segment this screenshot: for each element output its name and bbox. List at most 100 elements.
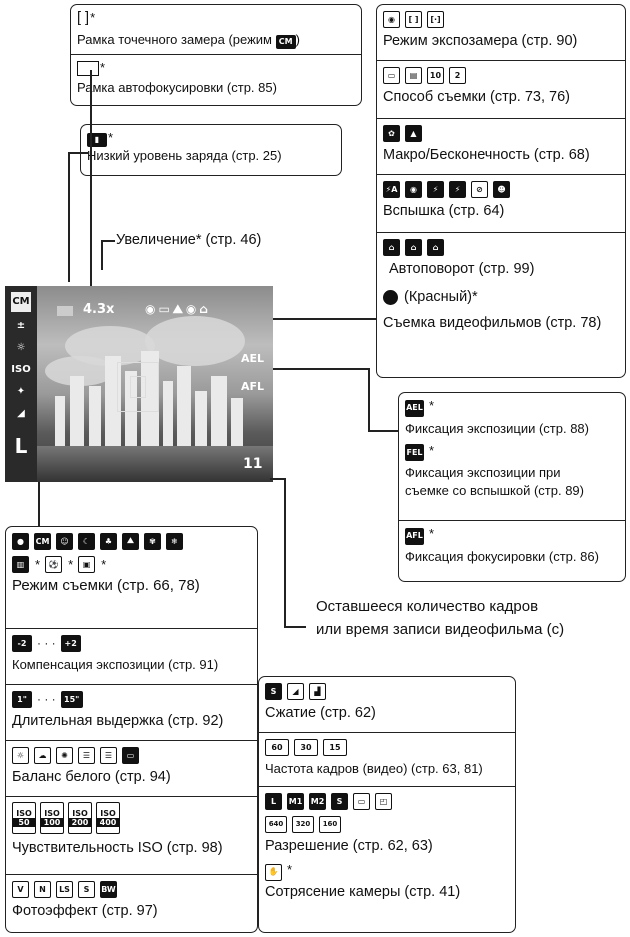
kids-icon: ♣	[100, 532, 117, 550]
normal-icon: ▟	[309, 682, 326, 700]
af-frame-icon	[77, 60, 99, 76]
movie-label: Съемка видеофильмов (стр. 78)	[383, 315, 602, 331]
infinity-icon: ▲	[405, 124, 422, 142]
frame-rate-section: 60 30 15 Частота кадров (видео) (стр. 63…	[259, 733, 515, 787]
afl-lcd-icon: AFL	[241, 380, 265, 393]
lcd-top-icons: ◉▭⛰◉⌂	[145, 302, 211, 316]
battery-low-icon: ▮	[87, 133, 107, 147]
ae-lock-section: AEL * Фиксация экспозиции (стр. 88) FEL …	[399, 393, 625, 521]
wb-custom-icon: ▭	[122, 746, 139, 764]
red-eye-icon: ◉	[405, 180, 422, 198]
flash-section: ⚡A ◉ ⚡ ⚡ ⊘ ☻ Вспышка (стр. 64)	[377, 175, 625, 233]
iso-label: Чувствительность ISO (стр. 98)	[12, 840, 223, 856]
res-m1-icon: M1	[287, 792, 304, 810]
res-l-icon: L	[265, 792, 282, 810]
rotate-icon-1: ⌂	[383, 238, 400, 256]
evaluative-metering-icon: ◉	[383, 10, 400, 28]
manual-mode-icon-2: CM	[34, 532, 51, 550]
af-frame-section: * Рамка автофокусировки (стр. 85)	[71, 55, 361, 102]
rotate-icon-3: ⌂	[427, 238, 444, 256]
res-320-icon: 320	[292, 815, 314, 833]
spot-af-frame-box: [ ]* Рамка точечного замера (режим CM) *…	[70, 4, 362, 106]
auto-mode-icon: ●	[12, 532, 29, 550]
exp-comp-label: Компенсация экспозиции (стр. 91)	[12, 657, 219, 672]
effect-icon: ✦	[16, 386, 26, 397]
metering-label: Режим экспозамера (стр. 90)	[383, 33, 578, 49]
af-frame-indicator	[117, 362, 159, 412]
flash-on-icon: ⚡	[449, 180, 466, 198]
spot-frame-section: [ ]* Рамка точечного замера (режим CM)	[71, 5, 361, 55]
rotate-icon-2: ⌂	[405, 238, 422, 256]
exp-comp-section: -2 · · · +2 Компенсация экспозиции (стр.…	[6, 629, 257, 685]
fps-60-icon: 60	[265, 738, 289, 756]
remaining-leader	[284, 478, 286, 626]
resolution-label: Разрешение (стр. 62, 63)	[265, 838, 433, 854]
compression-section: S ◢ ▟ Сжатие (стр. 62)	[259, 677, 515, 733]
camera-lcd-screen: CM ± ☼ ISO ✦ ◢ L 4.3x ◉▭⛰◉⌂ AEL AFL 11	[5, 286, 273, 482]
flash-label: Вспышка (стр. 64)	[383, 203, 505, 219]
continuous-icon: ▤	[405, 66, 422, 84]
shutter-label: Длительная выдержка (стр. 92)	[12, 713, 224, 729]
portrait-icon: ☺	[56, 532, 73, 550]
exp-plus-icon: +2	[60, 634, 81, 652]
rotate-section: ⌂ ⌂ ⌂ Автоповорот (стр. 99) (Красный)* С…	[377, 233, 625, 373]
fps-30-icon: 30	[294, 738, 318, 756]
mode-icon: CM	[11, 292, 31, 312]
exp-minus-icon: -2	[12, 634, 32, 652]
battery-leader	[68, 152, 70, 282]
lock-leader-h1	[262, 368, 368, 370]
red-dot-icon	[383, 289, 398, 305]
flash-off-icon: ⊘	[471, 180, 488, 198]
af-frame-leader	[90, 70, 92, 338]
fel-icon: FEL	[405, 444, 424, 461]
shutter-min-icon: 1"	[12, 690, 32, 708]
right-top-box: ◉ [ ] [·] Режим экспозамера (стр. 90) ▭ …	[376, 4, 626, 378]
slow-sync-icon: ☻	[493, 180, 510, 198]
movie-mode-icon: ▣	[78, 555, 96, 573]
shooting-mode-label: Режим съемки (стр. 66, 78)	[12, 577, 200, 594]
shutter-section: 1" · · · 15" Длительная выдержка (стр. 9…	[6, 685, 257, 741]
fe-lock-label-1: Фиксация экспозиции при	[405, 465, 561, 480]
self-timer-2-icon: 2	[449, 66, 466, 84]
spot-frame-label: Рамка точечного замера (режим	[77, 32, 272, 47]
frame-rate-label: Частота кадров (видео) (стр. 63, 81)	[265, 761, 483, 776]
spot-frame-symbol: [ ]	[77, 10, 90, 26]
wb-cloudy-icon: ☁	[34, 746, 51, 764]
vivid-icon: V	[12, 880, 29, 898]
landscape-icon: ⛰	[122, 532, 139, 550]
wb-fluorescent-h-icon: ☰	[100, 746, 117, 764]
drive-section: ▭ ▤ 10 2 Способ съемки (стр. 73, 76)	[377, 61, 625, 119]
center-weighted-metering-icon: [ ]	[405, 10, 422, 28]
compression-icon: ◢	[17, 408, 25, 419]
battery-lcd-icon	[57, 306, 73, 316]
photo-effect-label: Фотоэффект (стр. 97)	[12, 903, 158, 919]
fps-15-icon: 15	[323, 738, 347, 756]
af-lock-label: Фиксация фокусировки (стр. 86)	[405, 548, 599, 564]
af-lock-section: AFL * Фиксация фокусировки (стр. 86)	[399, 521, 625, 571]
postcard-icon: ▭	[353, 792, 370, 810]
sepia-icon: S	[78, 880, 95, 898]
snow-icon: ❄	[166, 532, 183, 550]
night-icon: ☾	[78, 532, 95, 550]
zoom-leader	[101, 240, 115, 242]
flash-redeye-icon: ⚡	[427, 180, 444, 198]
res-m2-icon: M2	[309, 792, 326, 810]
wb-daylight-icon: ☼	[12, 746, 29, 764]
wb-label: Баланс белого (стр. 94)	[12, 769, 171, 785]
fine-icon: ◢	[287, 682, 304, 700]
shooting-mode-section: ● CM ☺ ☾ ♣ ⛰ ✾ ❄ ▥* ⚽* ▣* Режим съемки (…	[6, 527, 257, 629]
low-sharp-icon: LS	[56, 880, 73, 898]
compression-label: Сжатие (стр. 62)	[265, 705, 376, 721]
bw-icon: BW	[100, 880, 117, 898]
metering-section: ◉ [ ] [·] Режим экспозамера (стр. 90)	[377, 5, 625, 61]
zoom-label: Увеличение* (стр. 46)	[116, 232, 262, 248]
widescreen-icon: ◰	[375, 792, 392, 810]
ael-lcd-icon: AEL	[241, 352, 265, 365]
shake-label: Сотрясение камеры (стр. 41)	[265, 883, 461, 900]
afl-icon: AFL	[405, 527, 424, 545]
macro-icon: ✿	[383, 124, 400, 142]
battery-box: ▮* Низкий уровень заряда (стр. 25)	[80, 124, 342, 176]
